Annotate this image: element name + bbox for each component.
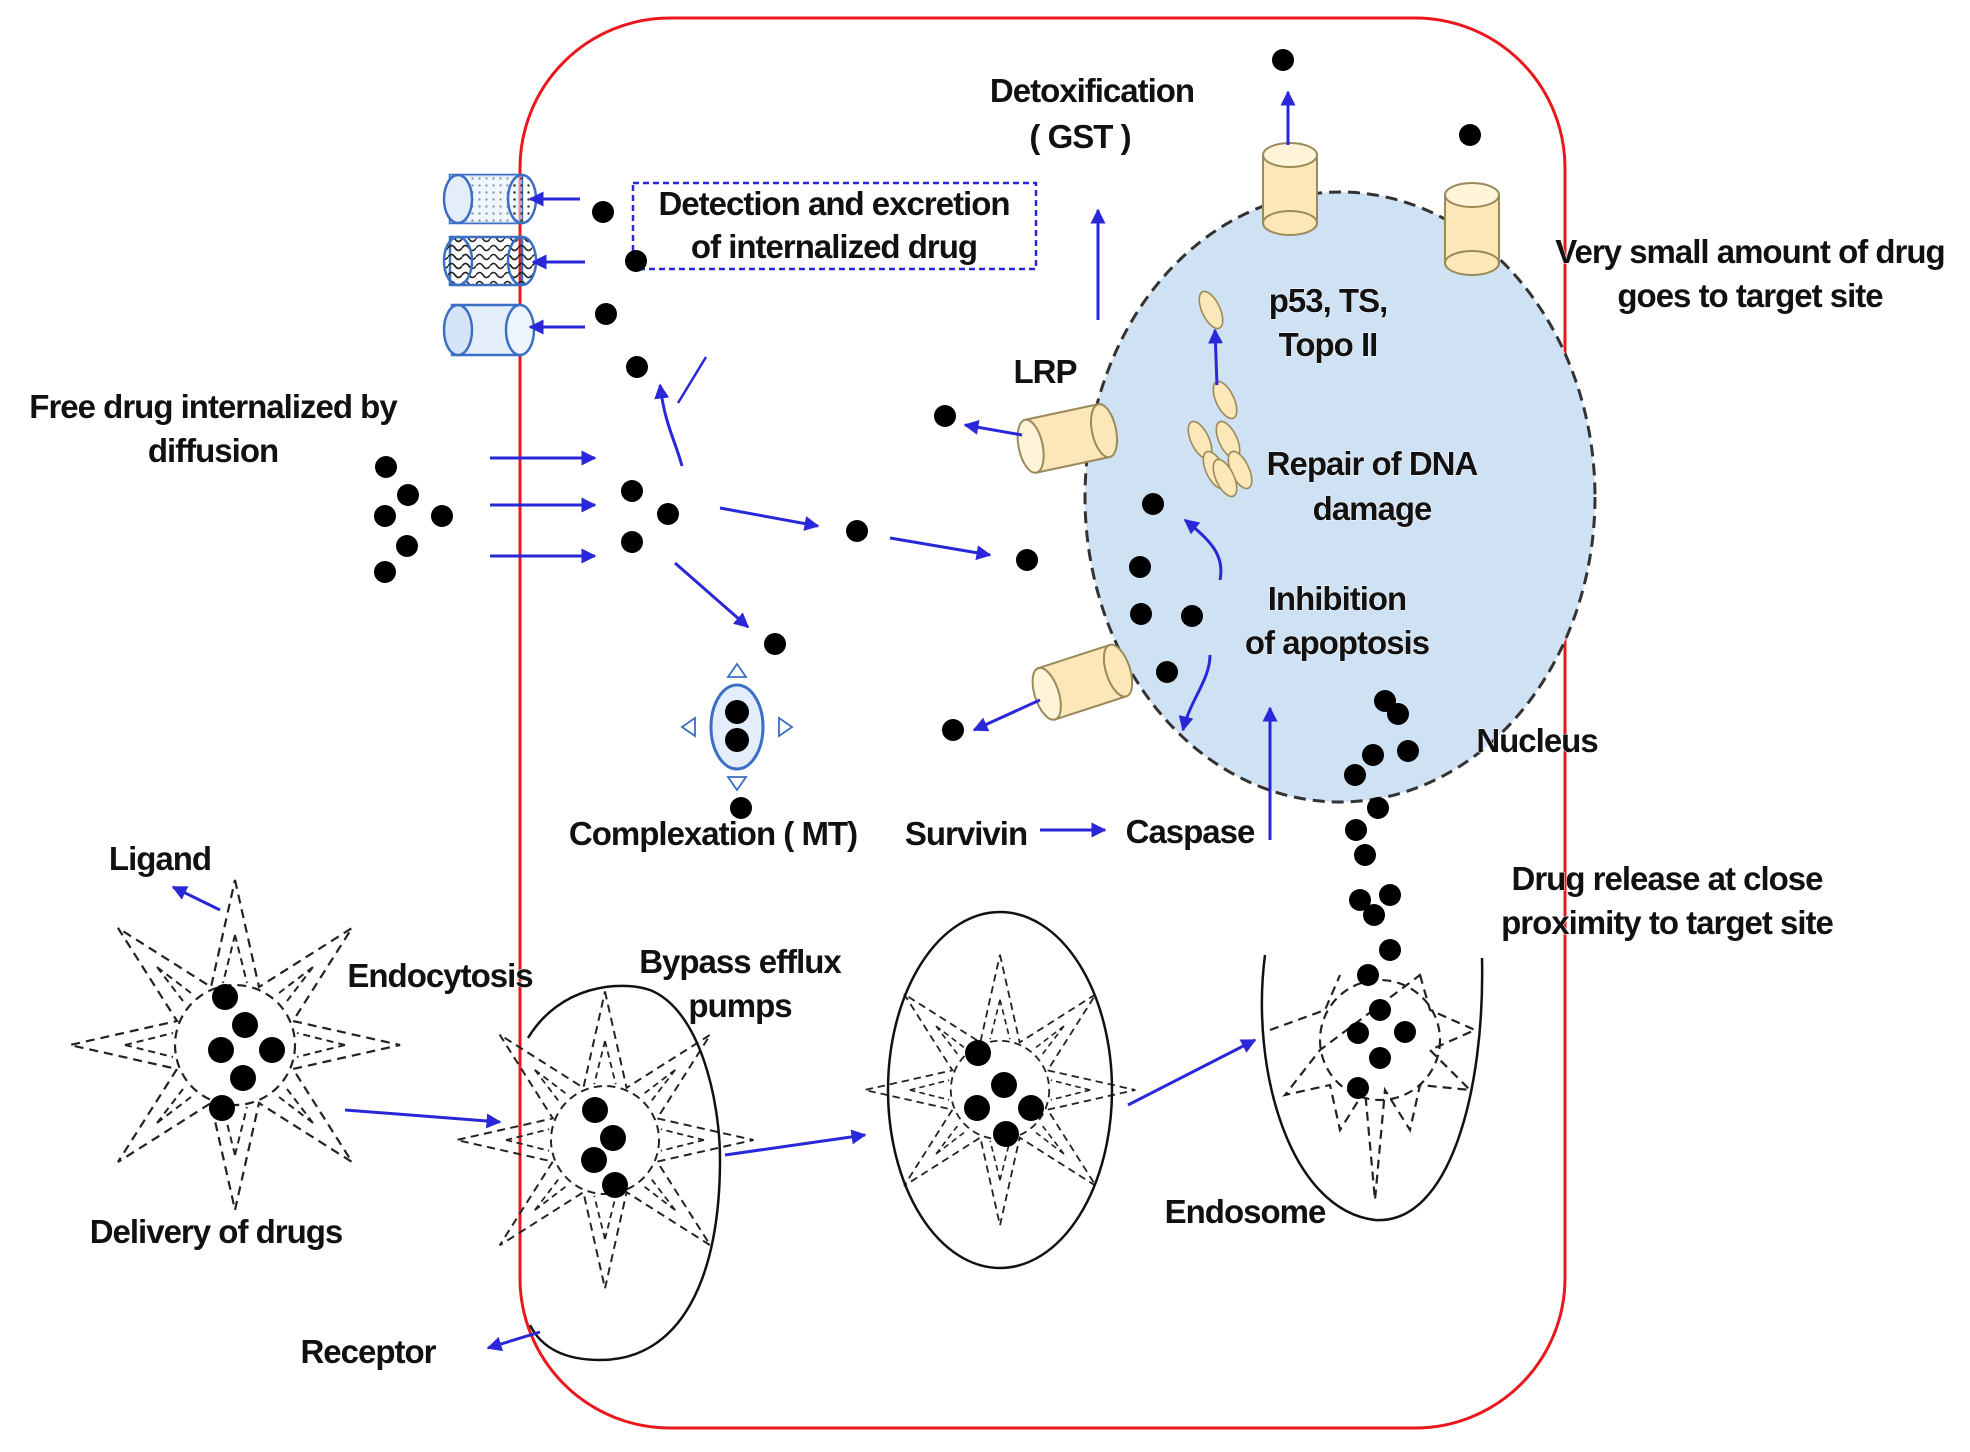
detection-box [631, 181, 1038, 271]
arrows [171, 90, 1296, 1352]
metallothionein-complex [680, 662, 794, 792]
nanocarrier-outside [68, 878, 402, 1212]
label-lrp: LRP [1014, 353, 1077, 390]
label-bypass-line2: pumps [688, 987, 791, 1024]
label-inhibition-line2: of apoptosis [1245, 624, 1429, 661]
label-drug-release-line2: proximity to target site [1501, 904, 1833, 941]
label-topo: Topo II [1279, 326, 1378, 363]
target-pump [1444, 182, 1500, 276]
label-survivin: Survivin [905, 815, 1027, 852]
label-free-drug-line1: Free drug internalized by [29, 388, 398, 425]
label-detection-line1: Detection and excretion [658, 185, 1009, 222]
inhibition-line [676, 356, 708, 404]
efflux-pump-plain [442, 303, 536, 357]
label-very-small-line1: Very small amount of drug [1555, 233, 1944, 270]
cell-membrane [518, 16, 1567, 1430]
label-p53: p53, TS, [1269, 282, 1388, 319]
endosome-membrane [1260, 954, 1484, 1222]
label-detection-line2: of internalized drug [691, 228, 977, 265]
label-repair-line1: Repair of DNA [1267, 445, 1478, 482]
label-caspase: Caspase [1126, 813, 1255, 850]
drug-particles [208, 49, 1481, 1198]
efflux-pump-dotted [442, 173, 538, 225]
label-complexation: Complexation ( MT) [569, 815, 857, 852]
nucleus [1083, 190, 1597, 804]
label-ligand: Ligand [109, 840, 211, 877]
label-repair-line2: damage [1313, 490, 1432, 527]
label-endosome: Endosome [1165, 1193, 1326, 1230]
label-detoxification: Detoxification [990, 72, 1194, 109]
endosome-star-partial [1269, 973, 1478, 1201]
label-endocytosis: Endocytosis [347, 957, 532, 994]
label-drug-release-line1: Drug release at close [1512, 860, 1824, 897]
efflux-pump-wavy [442, 235, 538, 287]
lrp-pump-lower [1031, 643, 1134, 721]
label-very-small-line2: goes to target site [1617, 277, 1883, 314]
label-receptor: Receptor [300, 1333, 436, 1370]
lrp-pump-upper [1016, 403, 1119, 474]
endocytic-vesicle [526, 984, 722, 1362]
label-gst: ( GST ) [1029, 118, 1130, 155]
dna-fragments [1187, 290, 1253, 498]
label-inhibition-line1: Inhibition [1268, 580, 1406, 617]
label-free-drug-line2: diffusion [148, 432, 278, 469]
label-nucleus: Nucleus [1476, 722, 1597, 759]
transport-vesicle [886, 910, 1114, 1270]
label-bypass-line1: Bypass efflux [639, 943, 842, 980]
nuclear-pump-top [1262, 142, 1318, 236]
label-delivery: Delivery of drugs [90, 1213, 343, 1250]
